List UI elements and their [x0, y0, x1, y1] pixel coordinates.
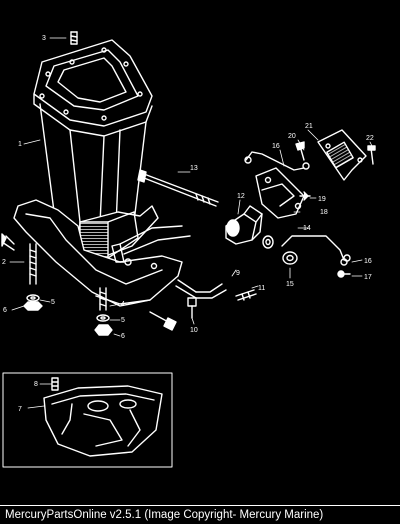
- callout-12: 12: [237, 193, 245, 200]
- washer-14: [262, 235, 274, 249]
- mount-12: [225, 205, 263, 245]
- washer-5-center: [96, 314, 110, 322]
- screw-22: [367, 145, 376, 165]
- callout-21: 21: [305, 123, 313, 130]
- stud-3: [70, 31, 78, 45]
- callout-15: 15: [286, 281, 294, 288]
- screw-17: [337, 270, 351, 278]
- screw-11: [235, 289, 257, 301]
- inset-panel: [2, 372, 173, 468]
- callout-3: 3: [42, 35, 46, 42]
- fitting-10: [187, 297, 197, 319]
- screw-19: [299, 191, 311, 201]
- stud-and-washers: [1, 233, 37, 285]
- callout-6-left: 6: [3, 307, 7, 314]
- callout-14: 14: [303, 225, 311, 232]
- callout-20: 20: [288, 133, 296, 140]
- callout-16-lower: 16: [364, 258, 372, 265]
- callout-6-center: 6: [121, 333, 125, 340]
- long-bolt-13: [137, 169, 219, 207]
- washer-16-lower: [343, 254, 351, 262]
- callout-16-upper: 16: [272, 143, 280, 150]
- callout-11: 11: [258, 285, 265, 292]
- callout-1: 1: [18, 141, 22, 148]
- ground-strap-16-upper: [244, 151, 310, 171]
- callout-8: 8: [34, 381, 38, 388]
- callout-9: 9: [236, 270, 240, 277]
- anode-21: [317, 129, 367, 181]
- callout-18: 18: [320, 209, 328, 216]
- footer-divider: [0, 505, 400, 506]
- stud-4: [99, 287, 107, 311]
- copyright-caption: MercuryPartsOnline v2.5.1 (Image Copyrig…: [5, 509, 324, 521]
- callout-13: 13: [190, 165, 198, 172]
- callout-5-left: 5: [51, 299, 55, 306]
- callout-4: 4: [121, 301, 125, 308]
- screw-20: [295, 141, 305, 161]
- bushing-15: [282, 251, 298, 265]
- driveshaft-housing: [13, 39, 191, 307]
- washer-5-left: [26, 294, 40, 302]
- hose-9: [175, 279, 227, 299]
- bracket-18: [255, 167, 305, 219]
- callout-19: 19: [318, 196, 326, 203]
- callout-2: 2: [2, 259, 6, 266]
- nut-6-left: [23, 301, 43, 311]
- callout-10: 10: [190, 327, 198, 334]
- bolt-right-lower: [149, 311, 177, 331]
- pump-base-7: [43, 385, 163, 457]
- callout-7: 7: [18, 406, 22, 413]
- callout-17: 17: [364, 274, 372, 281]
- nut-6-center: [94, 324, 113, 336]
- callout-5-center: 5: [121, 317, 125, 324]
- callout-22: 22: [366, 135, 374, 142]
- gasket-8: [51, 377, 59, 391]
